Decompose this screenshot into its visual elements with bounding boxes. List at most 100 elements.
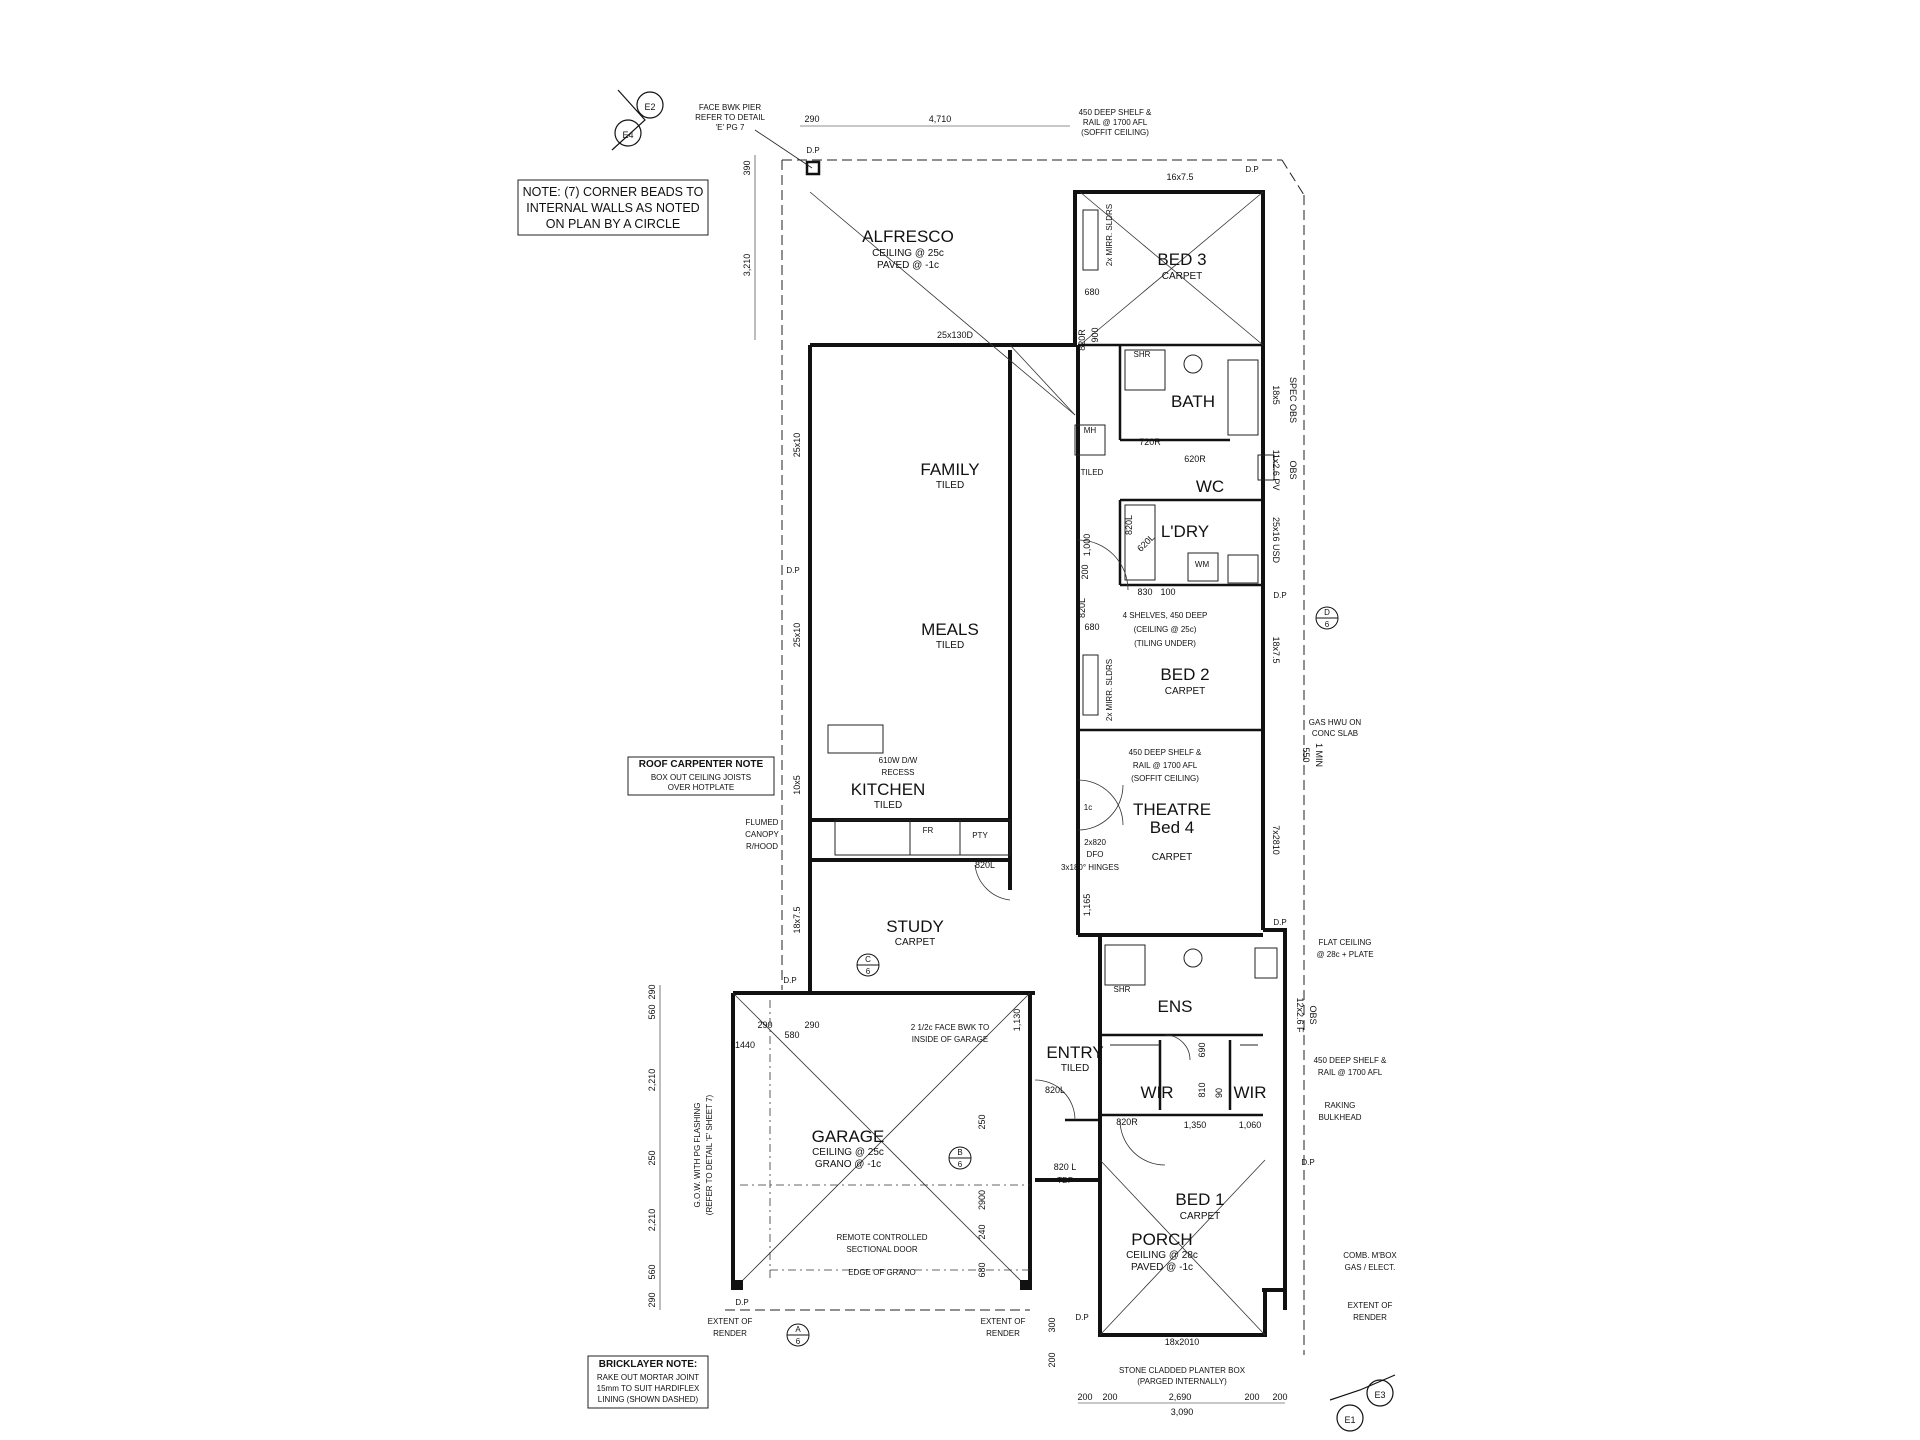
svg-text:18x7.5: 18x7.5 bbox=[1271, 636, 1281, 663]
svg-text:560: 560 bbox=[647, 1004, 657, 1019]
room-meals: MEALS bbox=[921, 620, 979, 639]
room-wc: WC bbox=[1196, 477, 1224, 496]
svg-text:BRICKLAYER NOTE:: BRICKLAYER NOTE: bbox=[599, 1359, 698, 1370]
svg-text:D.P: D.P bbox=[783, 976, 796, 985]
svg-text:D.P: D.P bbox=[1245, 165, 1258, 174]
svg-text:(CEILING @ 25c): (CEILING @ 25c) bbox=[1134, 625, 1197, 634]
svg-text:25x10: 25x10 bbox=[792, 433, 802, 458]
room-labels: ALFRESCO CEILING @ 25c PAVED @ -1c BED 3… bbox=[812, 227, 1267, 1273]
svg-text:18x5: 18x5 bbox=[1271, 385, 1281, 405]
svg-text:C: C bbox=[865, 955, 871, 964]
section-markers bbox=[786, 606, 1339, 1347]
svg-text:'E' PG 7: 'E' PG 7 bbox=[716, 123, 745, 132]
svg-text:CARPET: CARPET bbox=[1165, 686, 1206, 697]
exterior-walls bbox=[731, 190, 1287, 1337]
svg-text:290: 290 bbox=[804, 114, 819, 124]
svg-text:2x MIRR. SLDRS: 2x MIRR. SLDRS bbox=[1105, 659, 1114, 721]
svg-text:@ 28c + PLATE: @ 28c + PLATE bbox=[1316, 950, 1373, 959]
svg-text:A: A bbox=[795, 1325, 801, 1334]
svg-text:GAS / ELECT.: GAS / ELECT. bbox=[1345, 1263, 1396, 1272]
svg-text:CEILING @ 25c: CEILING @ 25c bbox=[872, 248, 944, 259]
svg-text:RENDER: RENDER bbox=[1353, 1313, 1387, 1322]
svg-text:SHR: SHR bbox=[1134, 350, 1151, 359]
svg-text:PTY: PTY bbox=[972, 831, 988, 840]
svg-text:200: 200 bbox=[1244, 1392, 1259, 1402]
svg-text:RAIL @ 1700 AFL: RAIL @ 1700 AFL bbox=[1318, 1068, 1383, 1077]
svg-text:RAIL @ 1700 AFL: RAIL @ 1700 AFL bbox=[1083, 118, 1148, 127]
svg-text:580: 580 bbox=[784, 1030, 799, 1040]
svg-text:RECESS: RECESS bbox=[882, 768, 915, 777]
svg-text:4 SHELVES, 450 DEEP: 4 SHELVES, 450 DEEP bbox=[1123, 611, 1208, 620]
svg-text:E4: E4 bbox=[622, 130, 633, 140]
svg-text:E2: E2 bbox=[644, 102, 655, 112]
svg-text:820L: 820L bbox=[1124, 515, 1134, 535]
svg-text:FLUMED: FLUMED bbox=[746, 818, 779, 827]
room-ensuite: ENS bbox=[1158, 997, 1193, 1016]
svg-text:1440: 1440 bbox=[735, 1040, 755, 1050]
svg-text:BULKHEAD: BULKHEAD bbox=[1318, 1113, 1361, 1122]
svg-text:16x7.5: 16x7.5 bbox=[1166, 172, 1193, 182]
svg-text:D.P: D.P bbox=[786, 566, 799, 575]
svg-text:ON PLAN BY A CIRCLE: ON PLAN BY A CIRCLE bbox=[546, 217, 681, 231]
svg-text:TILED: TILED bbox=[1061, 1063, 1089, 1074]
svg-text:TILED: TILED bbox=[1081, 468, 1104, 477]
svg-text:D.P: D.P bbox=[735, 1298, 748, 1307]
note-bricklayer: BRICKLAYER NOTE: RAKE OUT MORTAR JOINT 1… bbox=[587, 1355, 709, 1409]
door-swings bbox=[974, 539, 1191, 1166]
svg-text:EDGE OF GRANO: EDGE OF GRANO bbox=[848, 1268, 916, 1277]
svg-text:BOX OUT CEILING JOISTS: BOX OUT CEILING JOISTS bbox=[651, 773, 751, 782]
svg-text:R/HOOD: R/HOOD bbox=[746, 842, 778, 851]
svg-text:820R: 820R bbox=[1116, 1117, 1138, 1127]
svg-text:TILED: TILED bbox=[936, 640, 964, 651]
svg-text:2x MIRR. SLDRS: 2x MIRR. SLDRS bbox=[1105, 204, 1114, 266]
downpipes bbox=[733, 160, 1030, 1290]
room-entry: ENTRY bbox=[1046, 1043, 1103, 1062]
dimensions: 290 4,710 16x7.5 25x130D 390 3,210 25x10… bbox=[647, 114, 1324, 1417]
svg-text:SPEC OBS: SPEC OBS bbox=[1288, 377, 1298, 423]
elevation-marker-e2 bbox=[636, 91, 664, 119]
svg-text:900: 900 bbox=[1090, 327, 1100, 342]
room-study: STUDY bbox=[886, 917, 944, 936]
svg-text:610W D/W: 610W D/W bbox=[879, 756, 918, 765]
svg-text:TILED: TILED bbox=[936, 480, 964, 491]
room-bed3: BED 3 bbox=[1157, 250, 1206, 269]
svg-text:550: 550 bbox=[1301, 747, 1311, 762]
svg-text:1 MIN: 1 MIN bbox=[1314, 743, 1324, 767]
svg-text:10x5: 10x5 bbox=[792, 775, 802, 795]
svg-text:290: 290 bbox=[804, 1020, 819, 1030]
note-corner-beads: NOTE: (7) CORNER BEADS TO INTERNAL WALLS… bbox=[517, 179, 709, 236]
svg-text:240: 240 bbox=[977, 1224, 987, 1239]
svg-text:CEILING @ 28c: CEILING @ 28c bbox=[1126, 1250, 1198, 1261]
svg-text:25x16 USD: 25x16 USD bbox=[1271, 517, 1281, 564]
svg-text:CANOPY: CANOPY bbox=[745, 830, 779, 839]
svg-text:E3: E3 bbox=[1374, 1390, 1385, 1400]
room-garage: GARAGE bbox=[812, 1127, 885, 1146]
svg-text:2,210: 2,210 bbox=[647, 1209, 657, 1232]
svg-text:OVER HOTPLATE: OVER HOTPLATE bbox=[668, 783, 735, 792]
svg-text:FLAT CEILING: FLAT CEILING bbox=[1318, 938, 1371, 947]
svg-text:PAVED @ -1c: PAVED @ -1c bbox=[1131, 1262, 1193, 1273]
svg-text:EXTENT OF: EXTENT OF bbox=[708, 1317, 753, 1326]
svg-text:REMOTE CONTROLLED: REMOTE CONTROLLED bbox=[836, 1233, 927, 1242]
svg-text:ROOF CARPENTER NOTE: ROOF CARPENTER NOTE bbox=[639, 759, 764, 770]
elevation-marker-e4 bbox=[614, 119, 642, 147]
fixtures bbox=[827, 209, 1278, 1046]
svg-text:1,165: 1,165 bbox=[1082, 894, 1092, 917]
svg-text:D: D bbox=[1324, 608, 1330, 617]
svg-text:450 DEEP SHELF &: 450 DEEP SHELF & bbox=[1314, 1056, 1387, 1065]
svg-text:2x820: 2x820 bbox=[1084, 838, 1106, 847]
svg-text:2,690: 2,690 bbox=[1169, 1392, 1192, 1402]
room-family: FAMILY bbox=[920, 460, 979, 479]
svg-text:300: 300 bbox=[1047, 1317, 1057, 1332]
svg-text:690: 690 bbox=[1197, 1042, 1207, 1057]
svg-text:Bed 4: Bed 4 bbox=[1150, 818, 1194, 837]
svg-text:6: 6 bbox=[1325, 620, 1330, 629]
svg-text:720R: 720R bbox=[1139, 437, 1161, 447]
svg-text:RENDER: RENDER bbox=[986, 1329, 1020, 1338]
svg-text:18x7.5: 18x7.5 bbox=[792, 906, 802, 933]
svg-text:INTERNAL WALLS AS NOTED: INTERNAL WALLS AS NOTED bbox=[526, 201, 699, 215]
svg-text:OBS: OBS bbox=[1308, 1005, 1318, 1024]
room-wir-1: WIR bbox=[1140, 1083, 1173, 1102]
svg-text:D.P: D.P bbox=[1301, 1158, 1314, 1167]
